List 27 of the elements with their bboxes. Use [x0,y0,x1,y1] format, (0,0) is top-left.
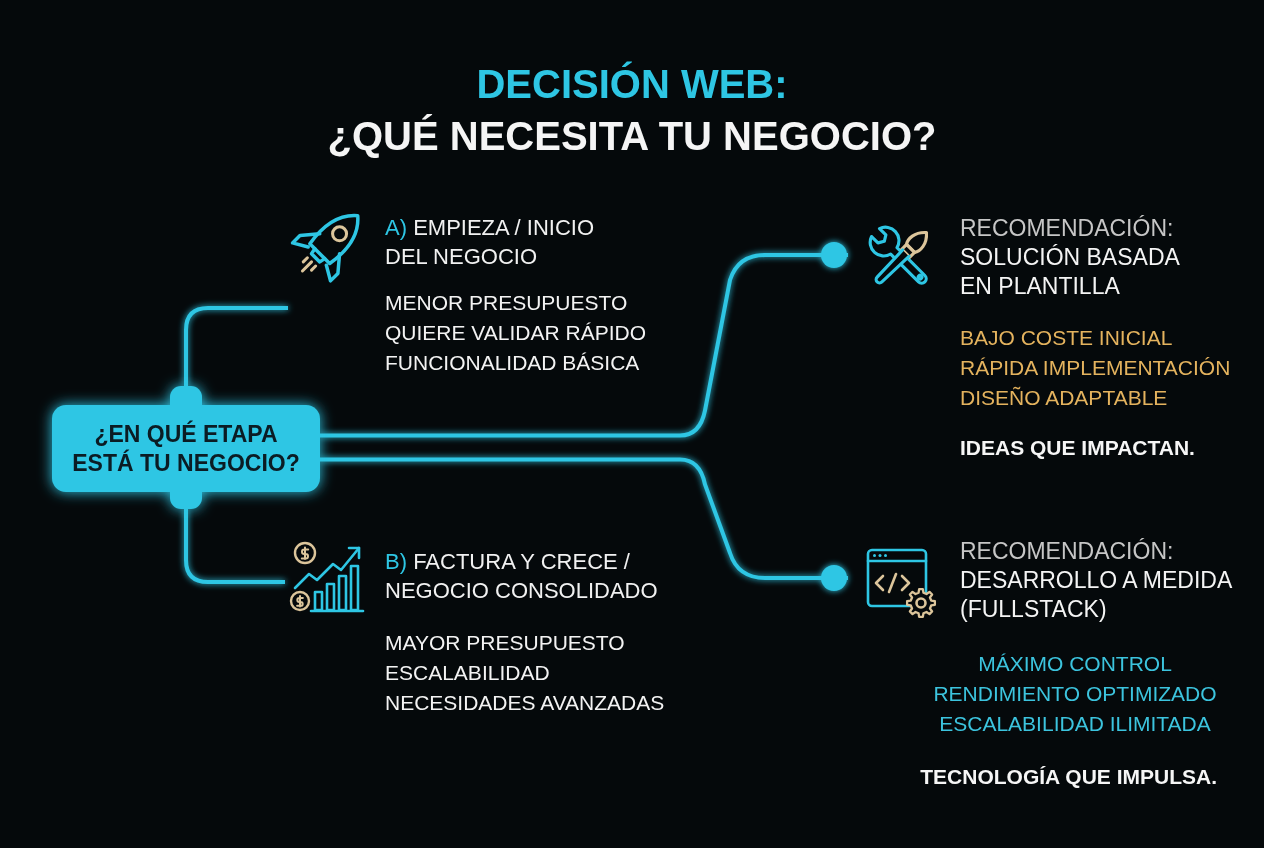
stage-heading: A) EMPIEZA / INICIO DEL NEGOCIO [385,214,596,271]
subtitle: ¿QUÉ NECESITA TU NEGOCIO? [327,113,937,160]
recommendation-kicker: RECOMENDACIÓN: [960,537,1174,566]
criteria-text: QUIERE VALIDAR RÁPIDO [385,320,646,346]
criteria-text: MENOR PRESUPUESTO [385,290,628,316]
recommendation-kicker: RECOMENDACIÓN: [960,214,1174,243]
benefit-text: ESCALABILIDAD ILIMITADA [939,711,1211,737]
criteria-text: FUNCIONALIDAD BÁSICA [385,350,640,376]
question-text: ¿EN QUÉ ETAPA ESTÁ TU NEGOCIO? [71,419,301,478]
title: DECISIÓN WEB: [476,60,788,108]
connector-line [320,242,848,438]
recommendation-heading: SOLUCIÓN BASADA EN PLANTILLA [960,243,1181,301]
stage-heading: B) FACTURA Y CRECE / NEGOCIO CONSOLIDADO [385,548,659,605]
slogan-text: TECNOLOGÍA QUE IMPULSA. [920,764,1217,790]
criteria-text: ESCALABILIDAD [385,660,550,686]
connector-line [184,306,288,386]
benefit-text: RENDIMIENTO OPTIMIZADO [933,681,1217,707]
connector-line [184,509,285,584]
benefit-text: MÁXIMO CONTROL [978,651,1172,677]
benefit-text: BAJO COSTE INICIAL [960,325,1173,351]
connector-line [320,457,848,591]
criteria-text: NECESIDADES AVANZADAS [385,690,665,716]
recommendation-heading: DESARROLLO A MEDIDA (FULLSTACK) [960,566,1233,624]
benefit-text: RÁPIDA IMPLEMENTACIÓN [960,355,1231,381]
slogan-text: IDEAS QUE IMPACTAN. [960,435,1195,461]
criteria-text: MAYOR PRESUPUESTO [385,630,625,656]
benefit-text: DISEÑO ADAPTABLE [960,385,1168,411]
